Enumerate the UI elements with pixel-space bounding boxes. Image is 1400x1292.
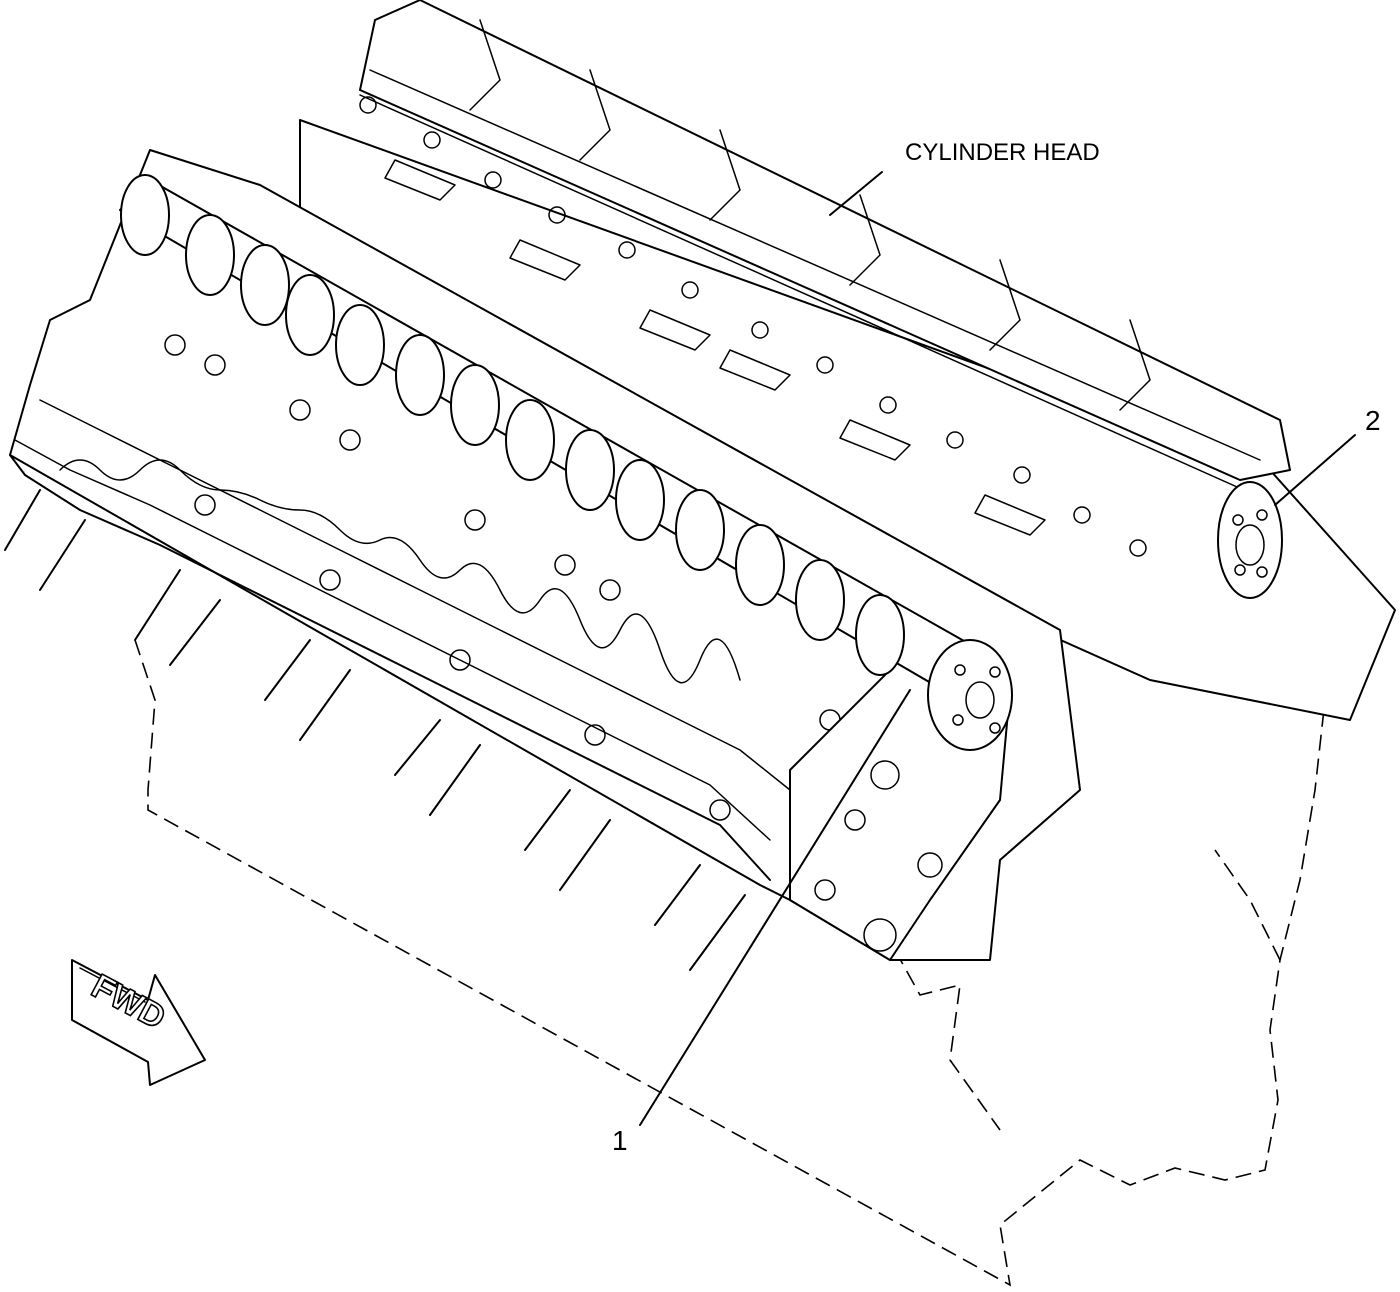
leader-lines bbox=[639, 171, 1356, 1126]
leader-cylinder-head bbox=[829, 171, 883, 216]
camshaft-gear-rear bbox=[1217, 481, 1283, 599]
forward-direction-arrow: FWD bbox=[71, 959, 206, 1086]
item-2-label: 2 bbox=[1365, 405, 1381, 436]
head-ports bbox=[384, 159, 1046, 536]
block-holes bbox=[164, 334, 841, 821]
cylinder-head bbox=[299, 0, 1396, 721]
head-bolts bbox=[359, 96, 1147, 557]
item-1-label: 1 bbox=[612, 1125, 628, 1156]
camshaft-gear-front bbox=[927, 639, 1013, 751]
studs bbox=[4, 489, 746, 971]
engine-block-outline bbox=[134, 639, 1326, 1287]
leader-item-1 bbox=[639, 689, 911, 1126]
leader-item-2 bbox=[1274, 434, 1356, 506]
cam-lobes bbox=[120, 174, 905, 676]
camshaft bbox=[119, 174, 1013, 751]
cylinder-head-label: CYLINDER HEAD bbox=[905, 139, 1100, 166]
